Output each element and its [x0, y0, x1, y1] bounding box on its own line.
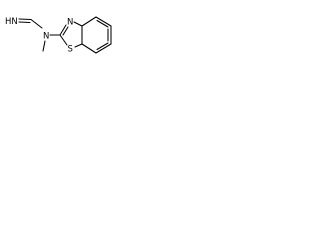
molecule-structure-diagram: HN N N S	[5, 16, 112, 55]
bond-n3-c3a	[73, 21, 83, 27]
bond-c2-n3-double-inner	[62, 26, 69, 36]
bond-imine-double-outer	[18, 18, 32, 21]
bond-c6-c7	[95, 43, 112, 54]
bond-c3a-c4	[81, 16, 97, 27]
bond-c7-c7a	[81, 43, 97, 54]
bond-lines	[18, 16, 112, 54]
atom-label-ring-n: N	[67, 18, 73, 28]
atom-label-imine-nh: HN	[5, 17, 18, 27]
bond-c2-n3-double-outer	[59, 24, 67, 36]
bond-c4-c5-inner	[96, 19, 109, 28]
bond-c6-c7-inner	[96, 42, 109, 51]
bond-methyl	[42, 40, 46, 52]
bond-s1-c7a	[74, 43, 83, 48]
bond-imine-double-inner	[18, 21, 31, 24]
atom-label-ring-s: S	[68, 45, 73, 55]
bond-c4-c5	[95, 16, 112, 27]
atom-label-amine-n: N	[43, 32, 49, 42]
bond-c2-s1	[59, 34, 68, 46]
bond-ch-to-amine-n	[30, 18, 43, 29]
